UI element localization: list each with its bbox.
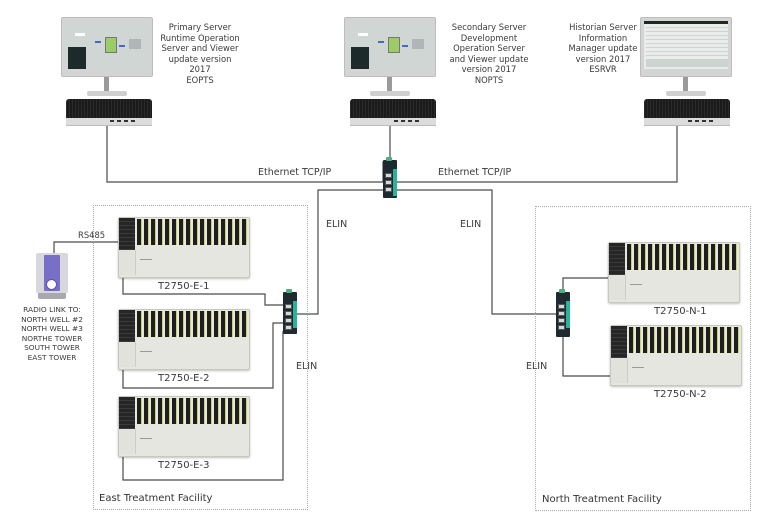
plc-rack-north-2 [610, 325, 742, 386]
wire-north-rack-1 [562, 277, 610, 292]
zone-north-treatment-facility [535, 206, 751, 511]
historian-server-label: Historian Server Information Manager upd… [568, 22, 638, 74]
secondary-server-pc [350, 99, 436, 126]
wire-primary-server [106, 125, 383, 183]
wire-historian-server [397, 125, 678, 183]
plc-rack-east-3 [118, 396, 250, 457]
rack-label-north-2: T2750-N-2 [654, 389, 707, 400]
historian-server-monitor [640, 17, 732, 99]
wire-east-rack-3 [122, 331, 284, 481]
secondary-server-monitor [344, 17, 436, 99]
zone-east-treatment-facility [93, 205, 308, 510]
primary-server-pc [66, 99, 152, 126]
primary-server-monitor [61, 17, 153, 99]
secondary-server-label: Secondary Server Development Operation S… [449, 22, 529, 85]
rack-label-east-1: T2750-E-1 [158, 281, 210, 292]
core-ethernet-switch [383, 157, 397, 198]
wire-north-rack-2 [562, 337, 610, 377]
hmi-screen [348, 21, 432, 69]
elin-label-north: ELIN [526, 361, 548, 372]
wire-rs485 [53, 241, 120, 255]
wire-core-to-north [397, 189, 556, 315]
north-ethernet-switch [556, 289, 570, 337]
rs485-label: RS485 [78, 230, 106, 240]
radio-modem [36, 253, 68, 301]
wire-east-rack-1 [122, 278, 284, 306]
table-screen [644, 21, 728, 69]
zone-title-east: East Treatment Facility [99, 493, 213, 504]
rack-label-north-1: T2750-N-1 [654, 306, 707, 317]
wire-east-rack-2 [122, 322, 284, 389]
elin-label-top-right: ELIN [460, 219, 482, 230]
zone-title-north: North Treatment Facility [542, 494, 662, 505]
plc-rack-north-1 [608, 242, 740, 303]
wire-core-to-east [297, 189, 383, 315]
east-ethernet-switch [283, 289, 297, 334]
historian-server-pc [644, 99, 730, 126]
radio-link-label: RADIO LINK TO: NORTH WELL #2 NORTH WELL … [21, 305, 83, 362]
plc-rack-east-2 [118, 309, 250, 370]
hmi-screen [65, 21, 149, 69]
elin-label-east: ELIN [296, 361, 318, 372]
rack-label-east-3: T2750-E-3 [158, 460, 210, 471]
ethernet-label-right: Ethernet TCP/IP [438, 167, 512, 178]
ethernet-label-left: Ethernet TCP/IP [258, 167, 332, 178]
rack-label-east-2: T2750-E-2 [158, 373, 210, 384]
primary-server-label: Primary Server Runtime Operation Server … [160, 22, 240, 85]
elin-label-top-left: ELIN [326, 219, 348, 230]
plc-rack-east-1 [118, 217, 250, 278]
